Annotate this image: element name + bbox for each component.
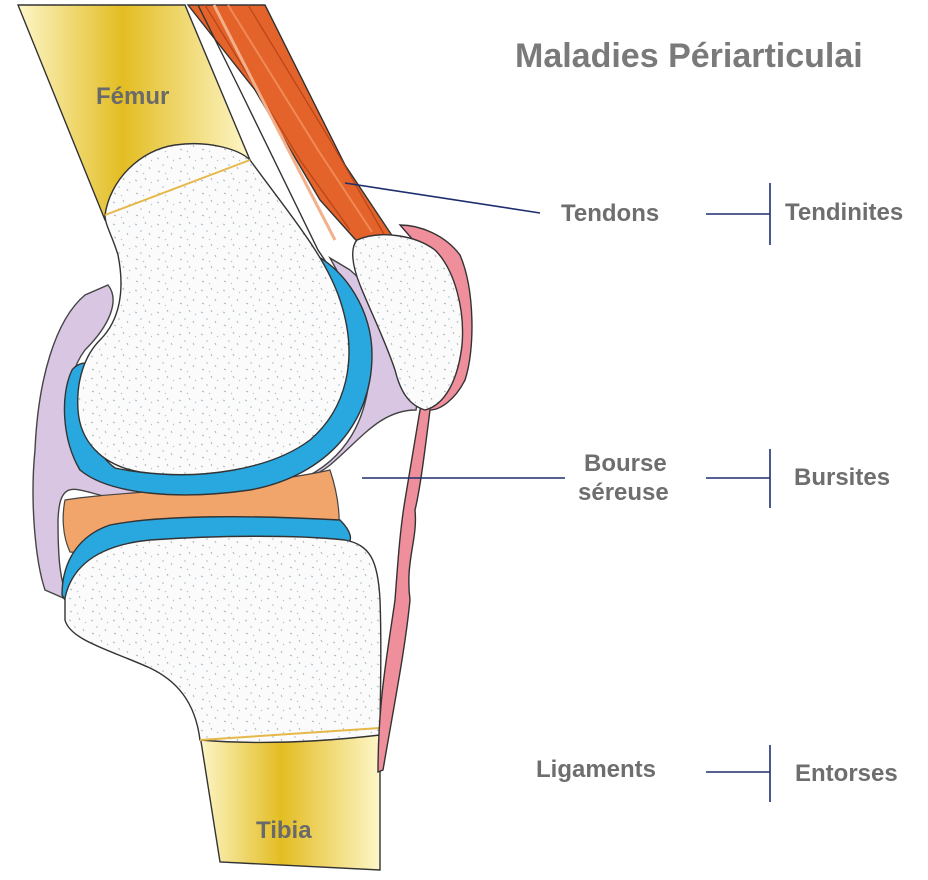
femur-label: Fémur (96, 83, 169, 110)
diagram-title: Maladies Périarticulai (515, 37, 863, 75)
tibia-label: Tibia (256, 817, 312, 844)
tibia-shaft-shape (200, 725, 380, 870)
entorses-label: Entorses (795, 760, 898, 787)
bourse-label-line1: Bourse (584, 450, 667, 477)
bursites-label: Bursites (794, 464, 890, 491)
tendons-label: Tendons (561, 200, 659, 227)
tendinites-label: Tendinites (785, 199, 903, 226)
femur-condyle-shape (78, 144, 349, 475)
ligaments-label: Ligaments (536, 756, 656, 783)
tibia-plateau-shape (65, 536, 381, 742)
bourse-label-line2: séreuse (578, 479, 669, 506)
